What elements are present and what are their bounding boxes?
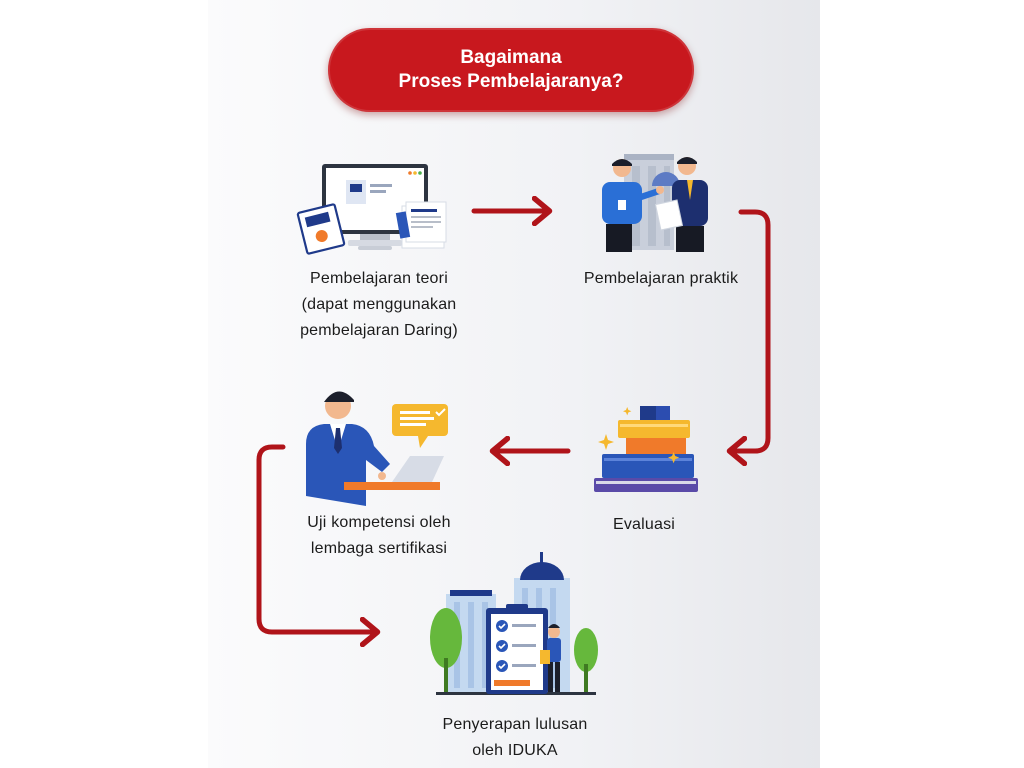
step-label-employment: Penyerapan lulusan oleh IDUKA: [406, 712, 624, 764]
arrow-practice-to-evaluation: [731, 209, 771, 451]
step-label-line: (dapat menggunakan: [301, 296, 457, 313]
step-label-line: pembelajaran Daring): [300, 322, 458, 339]
title-banner: Bagaimana Proses Pembelajaranya?: [328, 28, 694, 112]
step-label-line: oleh IDUKA: [472, 742, 558, 759]
step-label-line: Pembelajaran praktik: [583, 270, 739, 287]
step-label-theory: Pembelajaran teori (dapat menggunakan pe…: [268, 266, 490, 344]
step-label-practice: Pembelajaran praktik: [550, 266, 772, 292]
title-line-2: Proses Pembelajaranya?: [398, 71, 624, 92]
step-label-evaluation: Evaluasi: [568, 512, 720, 538]
step-label-line: Evaluasi: [612, 516, 676, 533]
title-line-1: Bagaimana: [460, 47, 562, 68]
building-checklist-icon: [430, 552, 598, 695]
step-label-line: Uji kompetensi oleh: [307, 514, 451, 531]
book-stack-icon: [594, 406, 698, 492]
person-laptop-icon: [306, 391, 448, 506]
step-label-line: lembaga sertifikasi: [310, 540, 448, 557]
step-label-line: Penyerapan lulusan: [442, 716, 588, 733]
arrow-test-to-employment: [256, 444, 376, 632]
step-label-line: Pembelajaran teori: [310, 270, 448, 287]
step-label-competency-test: Uji kompetensi oleh lembaga sertifikasi: [268, 510, 490, 562]
computer-documents-icon: [296, 164, 447, 255]
two-businessmen-icon: [602, 154, 708, 252]
